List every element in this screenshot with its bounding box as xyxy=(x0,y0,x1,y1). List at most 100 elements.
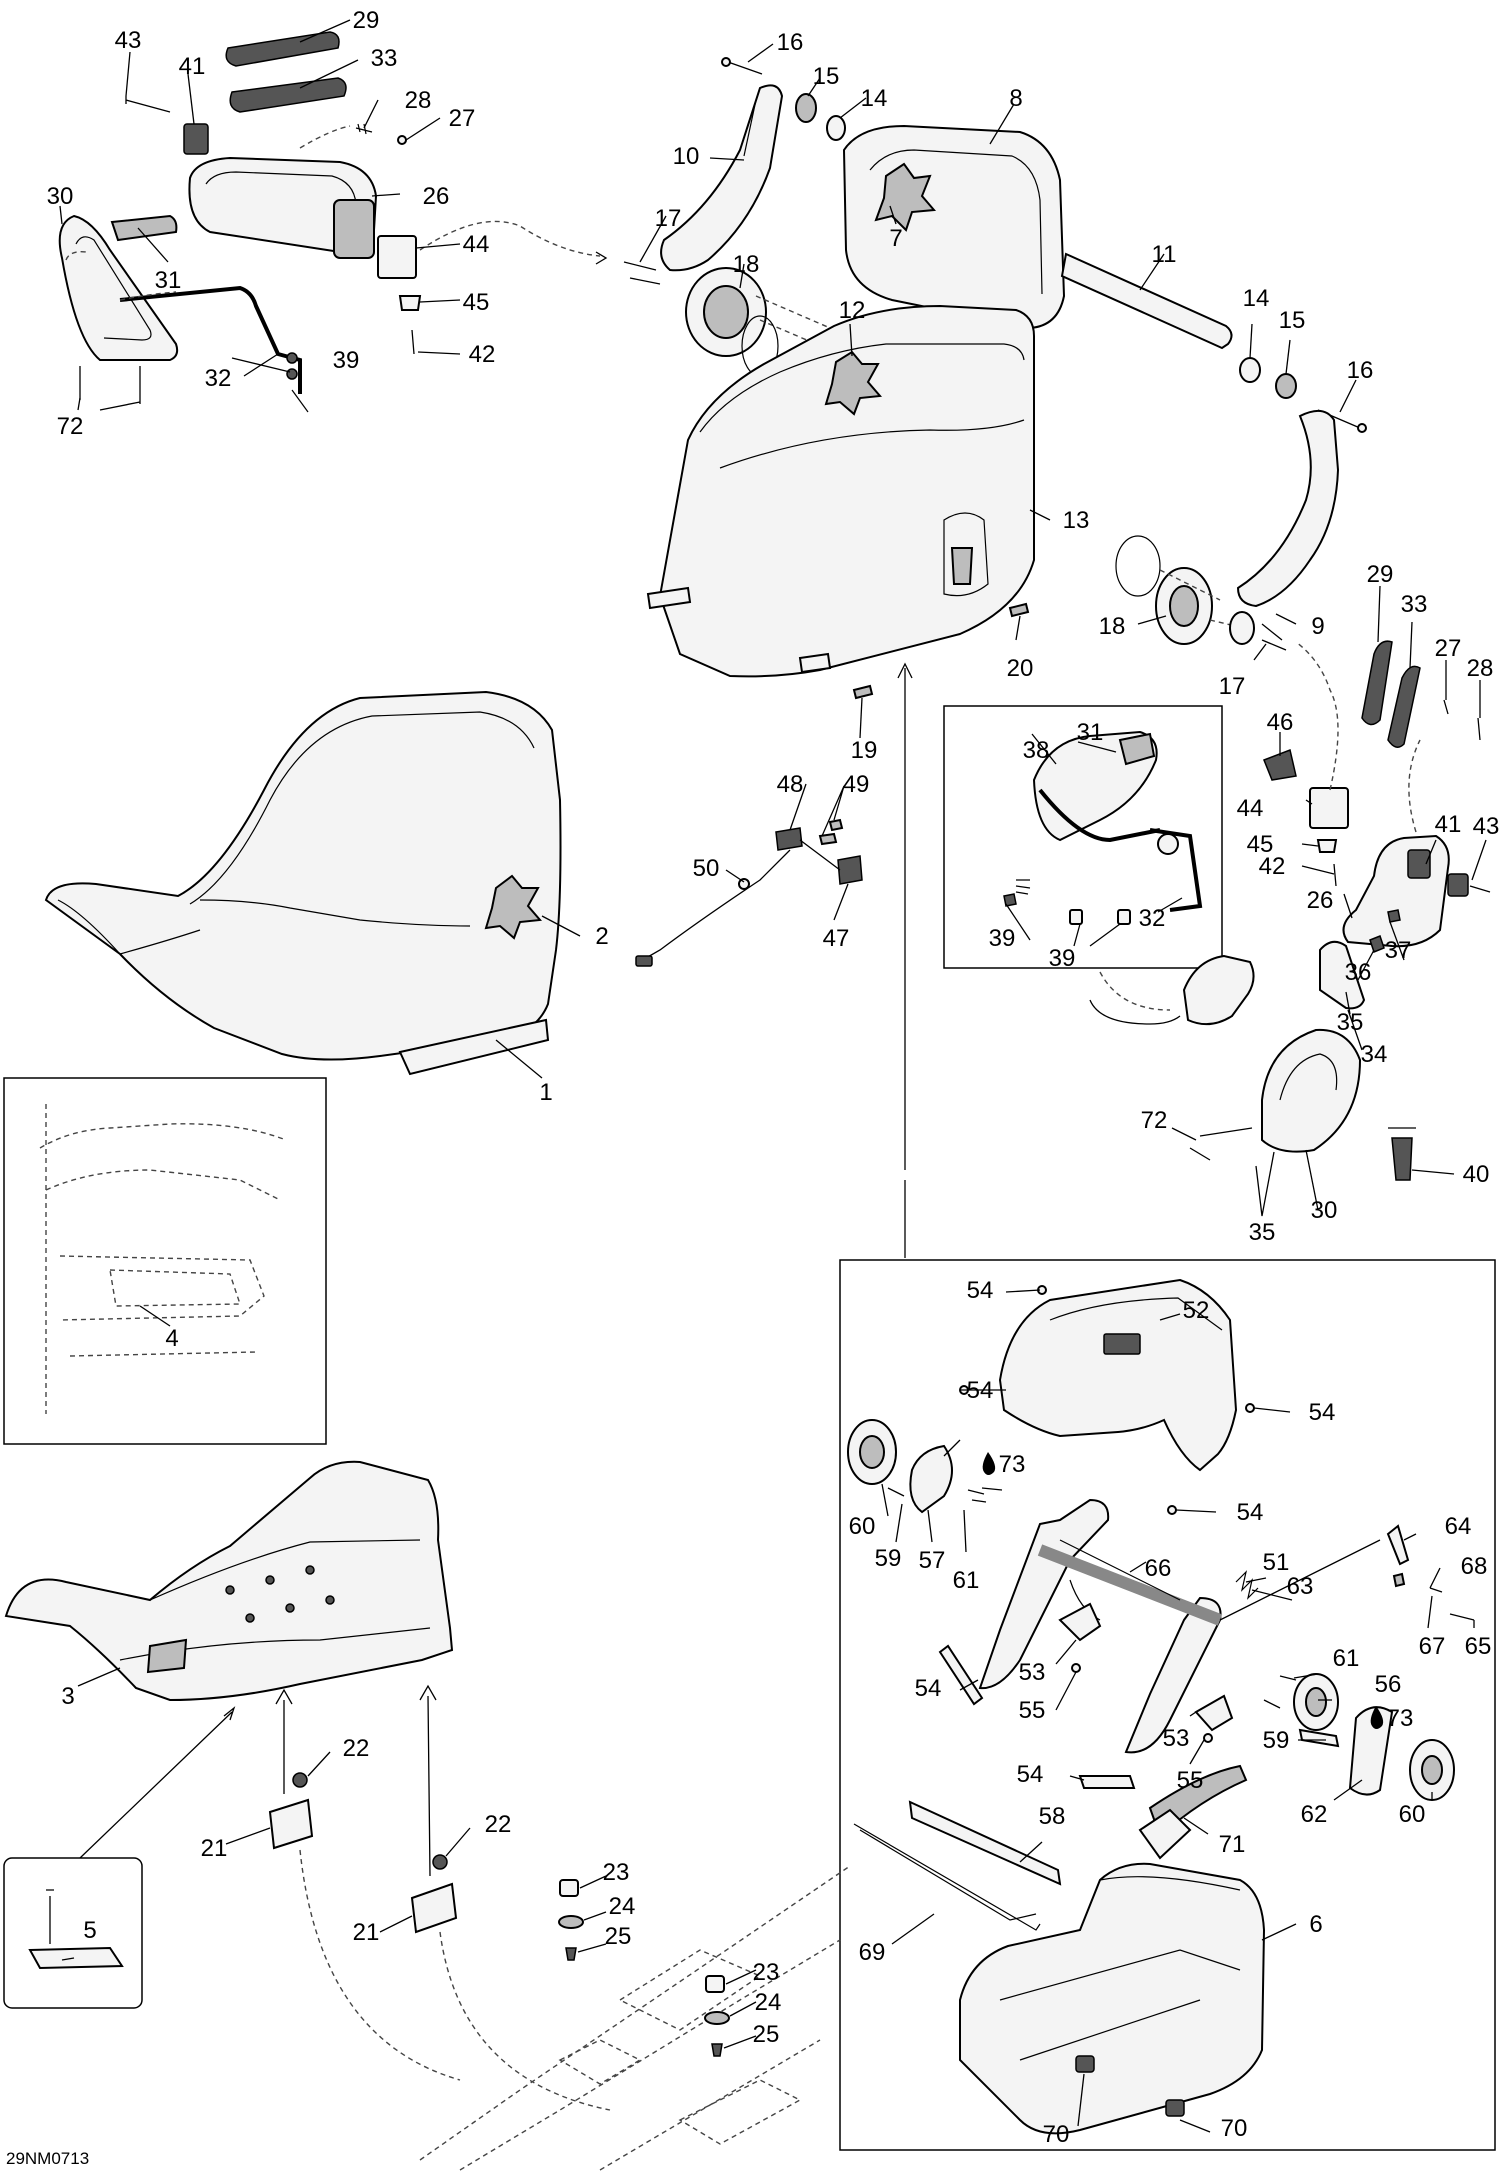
callout-21-a: 21 xyxy=(201,1835,228,1862)
callout-15-right: 15 xyxy=(1279,307,1306,334)
callout-71: 71 xyxy=(1219,1831,1246,1858)
callout-18: 18 xyxy=(733,251,760,278)
callout-66: 66 xyxy=(1145,1555,1172,1582)
callout-31: 31 xyxy=(155,267,182,294)
callout-17-right: 17 xyxy=(1219,673,1246,700)
callout-41: 41 xyxy=(179,53,206,80)
callout-9: 9 xyxy=(1311,613,1324,640)
callout-54-c: 54 xyxy=(1309,1399,1336,1426)
callout-55-b: 55 xyxy=(1177,1767,1204,1794)
callout-55-a: 55 xyxy=(1019,1697,1046,1724)
callout-8: 8 xyxy=(1009,85,1022,112)
callout-68: 68 xyxy=(1461,1553,1488,1580)
callout-28: 28 xyxy=(405,87,432,114)
grease-drop-icon xyxy=(982,1452,996,1475)
handle-assembly-left xyxy=(58,31,608,413)
callout-47: 47 xyxy=(823,925,850,952)
callout-52: 52 xyxy=(1183,1297,1210,1324)
callout-32: 32 xyxy=(205,365,232,392)
callout-50: 50 xyxy=(693,855,720,882)
callout-43-right: 43 xyxy=(1473,813,1500,840)
inset-frame-bracket-detail xyxy=(3,1857,143,2009)
wiring-harness xyxy=(635,818,863,967)
callout-1: 1 xyxy=(539,1079,552,1106)
callout-17: 17 xyxy=(655,205,682,232)
callout-5: 5 xyxy=(83,1917,96,1944)
callout-65: 65 xyxy=(1465,1633,1492,1660)
callout-57: 57 xyxy=(919,1547,946,1574)
callout-24-b: 24 xyxy=(755,1989,782,2016)
callout-14: 14 xyxy=(861,85,888,112)
callout-11: 11 xyxy=(1152,241,1177,268)
callout-54-d: 54 xyxy=(1237,1499,1264,1526)
callout-61-b: 61 xyxy=(1333,1645,1360,1672)
backrest-housing xyxy=(646,304,1035,700)
callout-23-b: 23 xyxy=(753,1959,780,1986)
callout-27: 27 xyxy=(449,105,476,132)
callout-54-a: 54 xyxy=(967,1277,994,1304)
callout-39: 39 xyxy=(333,347,360,374)
callout-29: 29 xyxy=(353,7,380,34)
callout-61-a: 61 xyxy=(953,1567,980,1594)
callout-21-b: 21 xyxy=(353,1919,380,1946)
callout-13: 13 xyxy=(1063,507,1090,534)
callout-36: 36 xyxy=(1345,959,1372,986)
callout-26-right: 26 xyxy=(1307,887,1334,914)
callout-39-inset-a: 39 xyxy=(989,925,1016,952)
callout-49: 49 xyxy=(843,771,870,798)
callout-73-a: 73 xyxy=(999,1451,1026,1478)
callout-46: 46 xyxy=(1267,709,1294,736)
backrest-mechanism-inset xyxy=(847,1278,1475,2135)
callout-72-right: 72 xyxy=(1141,1107,1168,1134)
callout-25-a: 25 xyxy=(605,1923,632,1950)
grease-drop-icon xyxy=(1370,1706,1384,1729)
callout-16: 16 xyxy=(777,29,804,56)
inset-frame-trim-panel xyxy=(3,1077,327,1445)
callout-67: 67 xyxy=(1419,1633,1446,1660)
callout-28-right: 28 xyxy=(1467,655,1494,682)
callout-73-b: 73 xyxy=(1387,1705,1414,1732)
callout-42-right: 42 xyxy=(1259,853,1286,880)
callout-69: 69 xyxy=(859,1939,886,1966)
callout-20: 20 xyxy=(1007,655,1034,682)
callout-60-a: 60 xyxy=(849,1513,876,1540)
callout-45: 45 xyxy=(463,289,490,316)
callout-70-b: 70 xyxy=(1221,2115,1248,2142)
callout-54-e: 54 xyxy=(915,1675,942,1702)
callout-30-right: 30 xyxy=(1311,1197,1338,1224)
drawing-code: 29NM0713 xyxy=(6,2149,89,2168)
callout-40: 40 xyxy=(1463,1161,1490,1188)
callout-26: 26 xyxy=(423,183,450,210)
callout-32-inset: 32 xyxy=(1139,905,1166,932)
callout-22-b: 22 xyxy=(485,1811,512,1838)
callout-53-b: 53 xyxy=(1163,1725,1190,1752)
inset-frame-backrest-mechanism xyxy=(839,1259,1496,2151)
callout-34: 34 xyxy=(1361,1041,1388,1068)
callout-59-b: 59 xyxy=(1263,1727,1290,1754)
backrest-assembly xyxy=(623,57,1367,651)
callout-18-right: 18 xyxy=(1099,613,1126,640)
callout-42: 42 xyxy=(469,341,496,368)
seat-base xyxy=(4,1460,454,1702)
callout-12: 12 xyxy=(839,297,866,324)
callout-37: 37 xyxy=(1385,937,1412,964)
callout-3: 3 xyxy=(61,1683,74,1710)
callout-43: 43 xyxy=(115,27,142,54)
callout-2: 2 xyxy=(595,923,608,950)
callout-41-right: 41 xyxy=(1435,811,1462,838)
handle-detail-inset xyxy=(1003,730,1203,1025)
callout-30: 30 xyxy=(47,183,74,210)
callout-64: 64 xyxy=(1445,1513,1472,1540)
callout-62: 62 xyxy=(1301,1801,1328,1828)
callout-60-b: 60 xyxy=(1399,1801,1426,1828)
callout-31-inset: 31 xyxy=(1077,719,1104,746)
callout-44: 44 xyxy=(463,231,490,258)
callout-56: 56 xyxy=(1375,1671,1402,1698)
callout-44-right: 44 xyxy=(1237,795,1264,822)
callout-33: 33 xyxy=(371,45,398,72)
inset-frame-handle-assembly xyxy=(943,705,1223,969)
callout-39-inset-b: 39 xyxy=(1049,945,1076,972)
callout-23-a: 23 xyxy=(603,1859,630,1886)
callout-29-right: 29 xyxy=(1367,561,1394,588)
